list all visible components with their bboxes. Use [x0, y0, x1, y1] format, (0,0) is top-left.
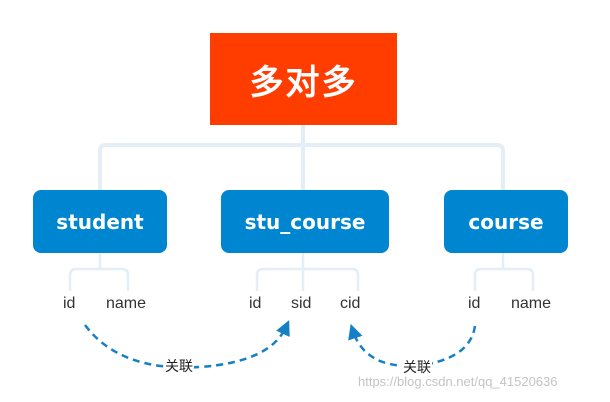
stu-course-field-id: id [249, 295, 262, 312]
root-title: 多对多 [249, 62, 358, 103]
entity-stu-course-box: stu_course [221, 190, 389, 253]
root-title-box: 多对多 [210, 33, 397, 125]
relation-label-student-stu-course: 关联 [164, 359, 194, 375]
stu-course-field-cid: cid [340, 295, 361, 312]
entity-course-label: course [468, 209, 544, 234]
relation-label-course-stu-course: 关联 [402, 360, 432, 376]
stu-course-field-sid: sid [291, 295, 312, 312]
student-field-id: id [63, 295, 76, 312]
course-field-id: id [468, 295, 481, 312]
course-field-name: name [511, 295, 552, 312]
student-field-bracket [68, 251, 130, 292]
entity-student-box: student [33, 190, 167, 253]
field-connector [68, 251, 535, 292]
course-field-bracket [473, 251, 535, 292]
entity-course-box: course [444, 190, 568, 253]
stu-course-field-bracket [255, 251, 360, 292]
watermark-text: https://blog.csdn.net/qq_41520636 [358, 374, 558, 389]
tree-connector [98, 123, 505, 192]
entity-stu-course-label: stu_course [244, 209, 366, 234]
entity-student-label: student [56, 209, 144, 234]
student-field-name: name [106, 295, 147, 312]
